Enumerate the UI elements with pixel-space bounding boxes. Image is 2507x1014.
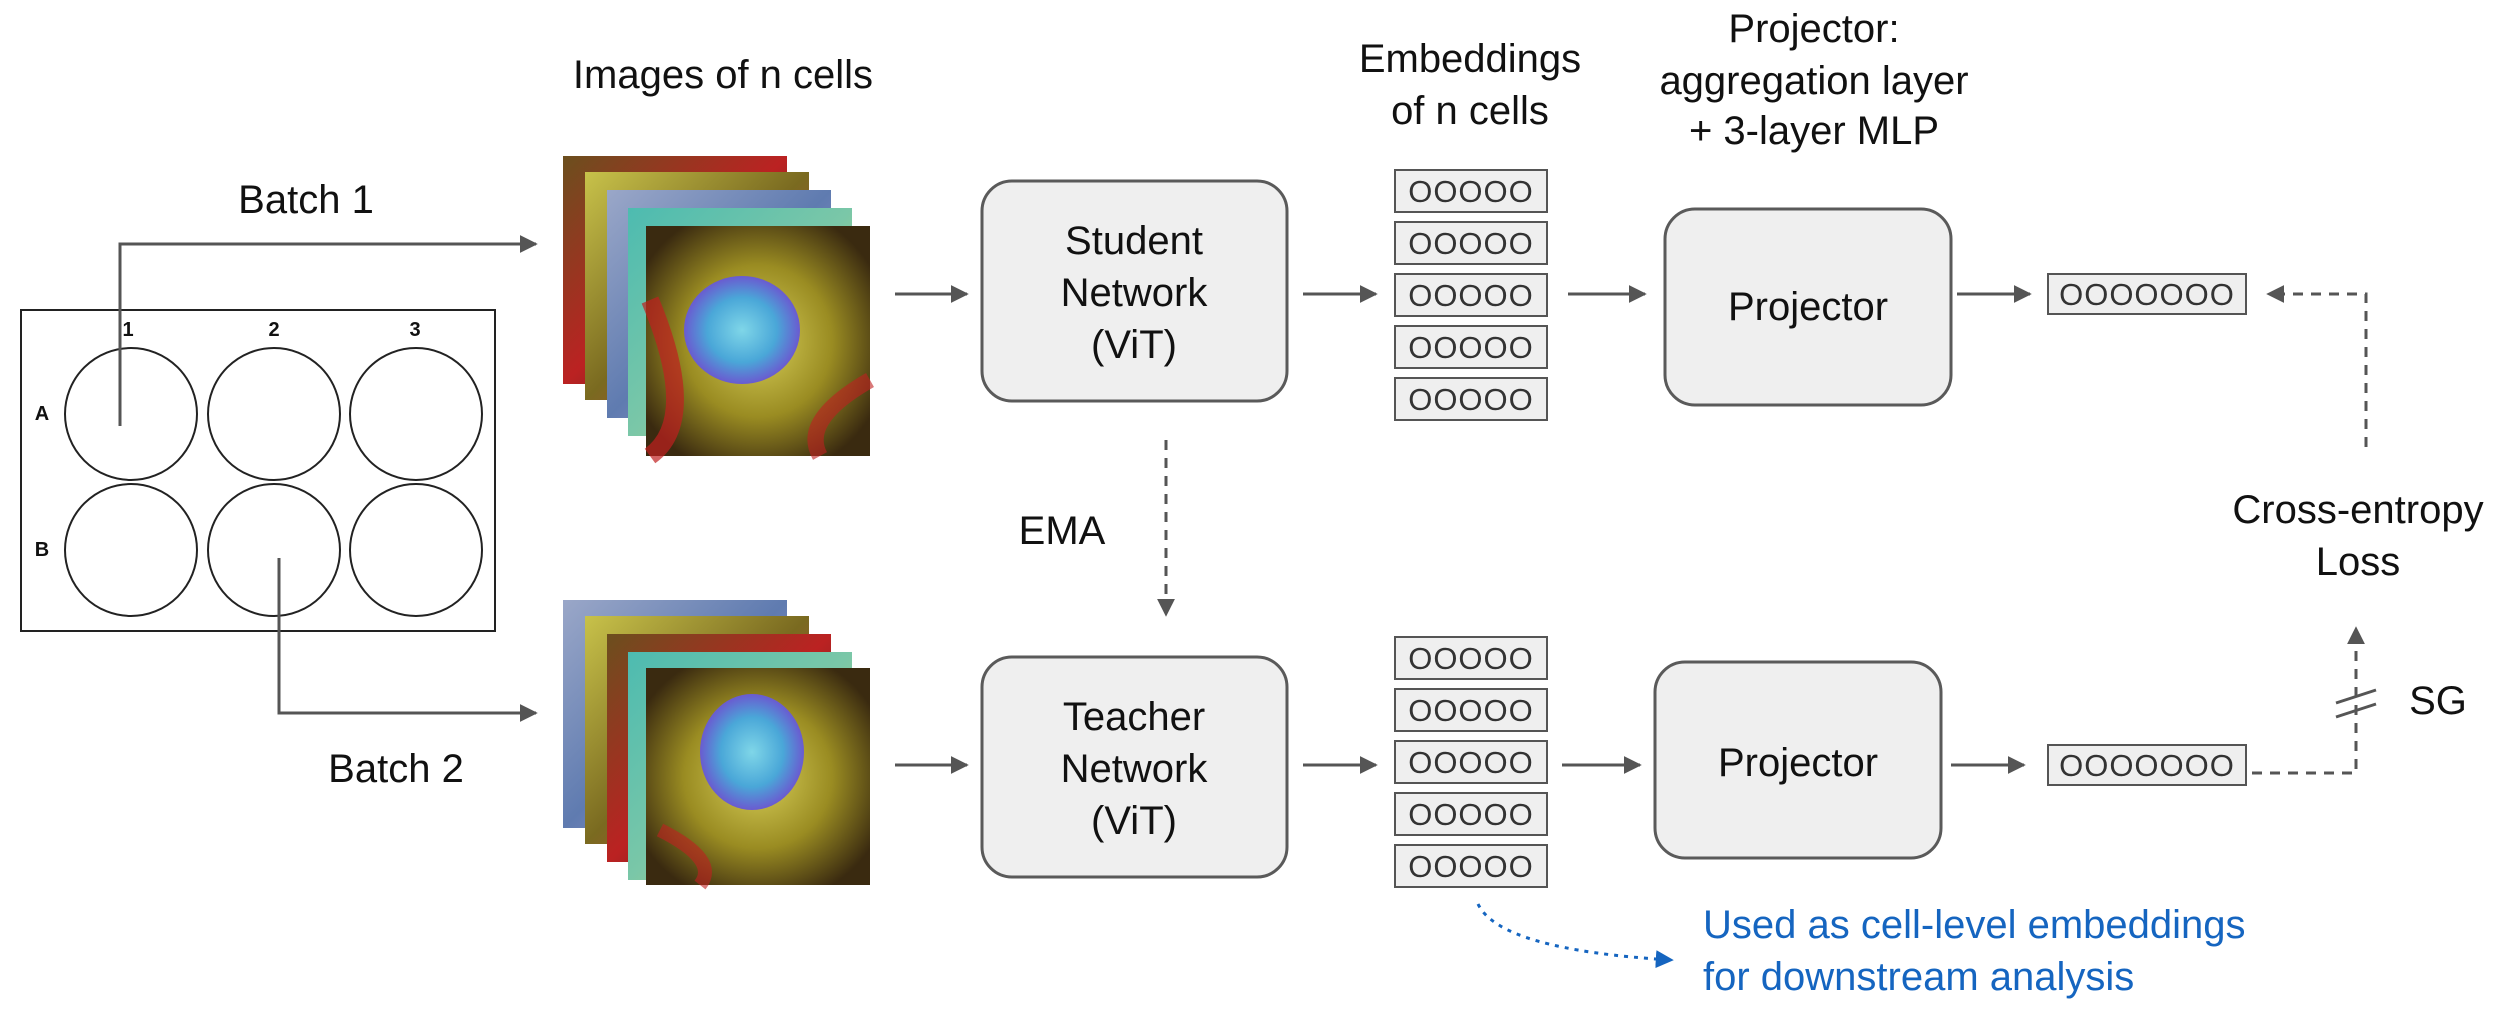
student-line3: (ViT)	[1091, 323, 1177, 367]
embedding-row-text: OOOOO	[1408, 278, 1534, 313]
embedding-row	[1394, 636, 1548, 680]
bottom-image-stack	[563, 600, 870, 890]
loss-label-2: Loss	[2316, 540, 2401, 584]
teacher-line2: Network	[1061, 747, 1209, 791]
ema-label: EMA	[1019, 509, 1106, 553]
projector-title-2: aggregation layer	[1659, 59, 1968, 103]
embedding-row	[1394, 740, 1548, 784]
batch2-label: Batch 2	[328, 747, 464, 791]
teacher-line3: (ViT)	[1091, 799, 1177, 843]
batch2-arrow	[277, 558, 538, 722]
downstream-label-2: for downstream analysis	[1703, 955, 2134, 999]
well-b1	[64, 483, 198, 617]
bottom-embeddings-stack: OOOOO OOOOO OOOOO OOOOO OOOOO	[1394, 636, 1548, 888]
embedding-row-text: OOOOO	[1408, 745, 1534, 780]
cell-nucleus	[700, 694, 804, 810]
output-vector-top: OOOOOOO	[2047, 273, 2247, 315]
well-a2	[207, 347, 341, 481]
well-a3	[349, 347, 483, 481]
well-a1	[64, 347, 198, 481]
well-b3	[349, 483, 483, 617]
embedding-row-text: OOOOO	[1408, 797, 1534, 832]
embeddings-title-1: Embeddings	[1359, 37, 1581, 81]
teacher-line1: Teacher	[1063, 695, 1205, 739]
stop-gradient-mark	[2335, 688, 2377, 705]
sg-label: SG	[2409, 679, 2467, 723]
output-vector-bottom-text: OOOOOOO	[2059, 748, 2235, 783]
projector-title-1: Projector:	[1728, 7, 1899, 51]
projector-top-label: Projector	[1728, 285, 1888, 329]
teacher-network-box: Teacher Network (ViT)	[980, 655, 1289, 879]
top-image-stack	[563, 156, 874, 464]
embedding-row	[1394, 792, 1548, 836]
plate-row-b: B	[35, 539, 49, 561]
batch1-arrow	[118, 235, 538, 426]
embedding-row	[1394, 325, 1548, 369]
top-embeddings-stack: OOOOO OOOOO OOOOO OOOOO OOOOO	[1394, 169, 1548, 421]
bottom-output-to-loss-arrow	[2252, 626, 2365, 775]
loss-label-1: Cross-entropy	[2232, 488, 2483, 532]
embedding-row	[1394, 169, 1548, 213]
embedding-row	[1394, 221, 1548, 265]
embedding-row-text: OOOOO	[1408, 174, 1534, 209]
stop-gradient-mark	[2335, 702, 2377, 719]
plate-column-2: 2	[268, 319, 279, 341]
embedding-row-text: OOOOO	[1408, 641, 1534, 676]
plate-outline	[20, 309, 496, 632]
embedding-row-text: OOOOO	[1408, 693, 1534, 728]
output-vector-bottom: OOOOOOO	[2047, 744, 2247, 786]
batch1-label: Batch 1	[238, 178, 374, 222]
plate-row-a: A	[35, 403, 49, 425]
student-line2: Network	[1061, 271, 1209, 315]
projector-title-3: + 3-layer MLP	[1689, 109, 1939, 153]
well-plate: 1 2 3 A B	[20, 309, 496, 632]
embedding-row	[1394, 273, 1548, 317]
loss-to-top-output-arrow	[2266, 285, 2368, 447]
embedding-row-text: OOOOO	[1408, 849, 1534, 884]
output-vector-top-text: OOOOOOO	[2059, 277, 2235, 312]
plate-column-1: 1	[122, 319, 133, 341]
embedding-row	[1394, 844, 1548, 888]
embedding-row	[1394, 377, 1548, 421]
student-network-box: Student Network (ViT)	[980, 179, 1289, 403]
embedding-row-text: OOOOO	[1408, 226, 1534, 261]
embeddings-title-2: of n cells	[1391, 89, 1549, 133]
student-line1: Student	[1065, 219, 1203, 263]
downstream-arrow	[1476, 903, 1674, 969]
projector-bottom-label: Projector	[1718, 741, 1878, 785]
cell-nucleus	[684, 276, 800, 384]
images-title: Images of n cells	[573, 53, 873, 97]
embedding-row-text: OOOOO	[1408, 382, 1534, 417]
embedding-row	[1394, 688, 1548, 732]
downstream-label-1: Used as cell-level embeddings	[1703, 903, 2246, 947]
projector-bottom-box: Projector	[1653, 660, 1943, 860]
plate-column-3: 3	[409, 319, 420, 341]
embedding-row-text: OOOOO	[1408, 330, 1534, 365]
projector-top-box: Projector	[1663, 207, 1953, 407]
well-b2	[207, 483, 341, 617]
